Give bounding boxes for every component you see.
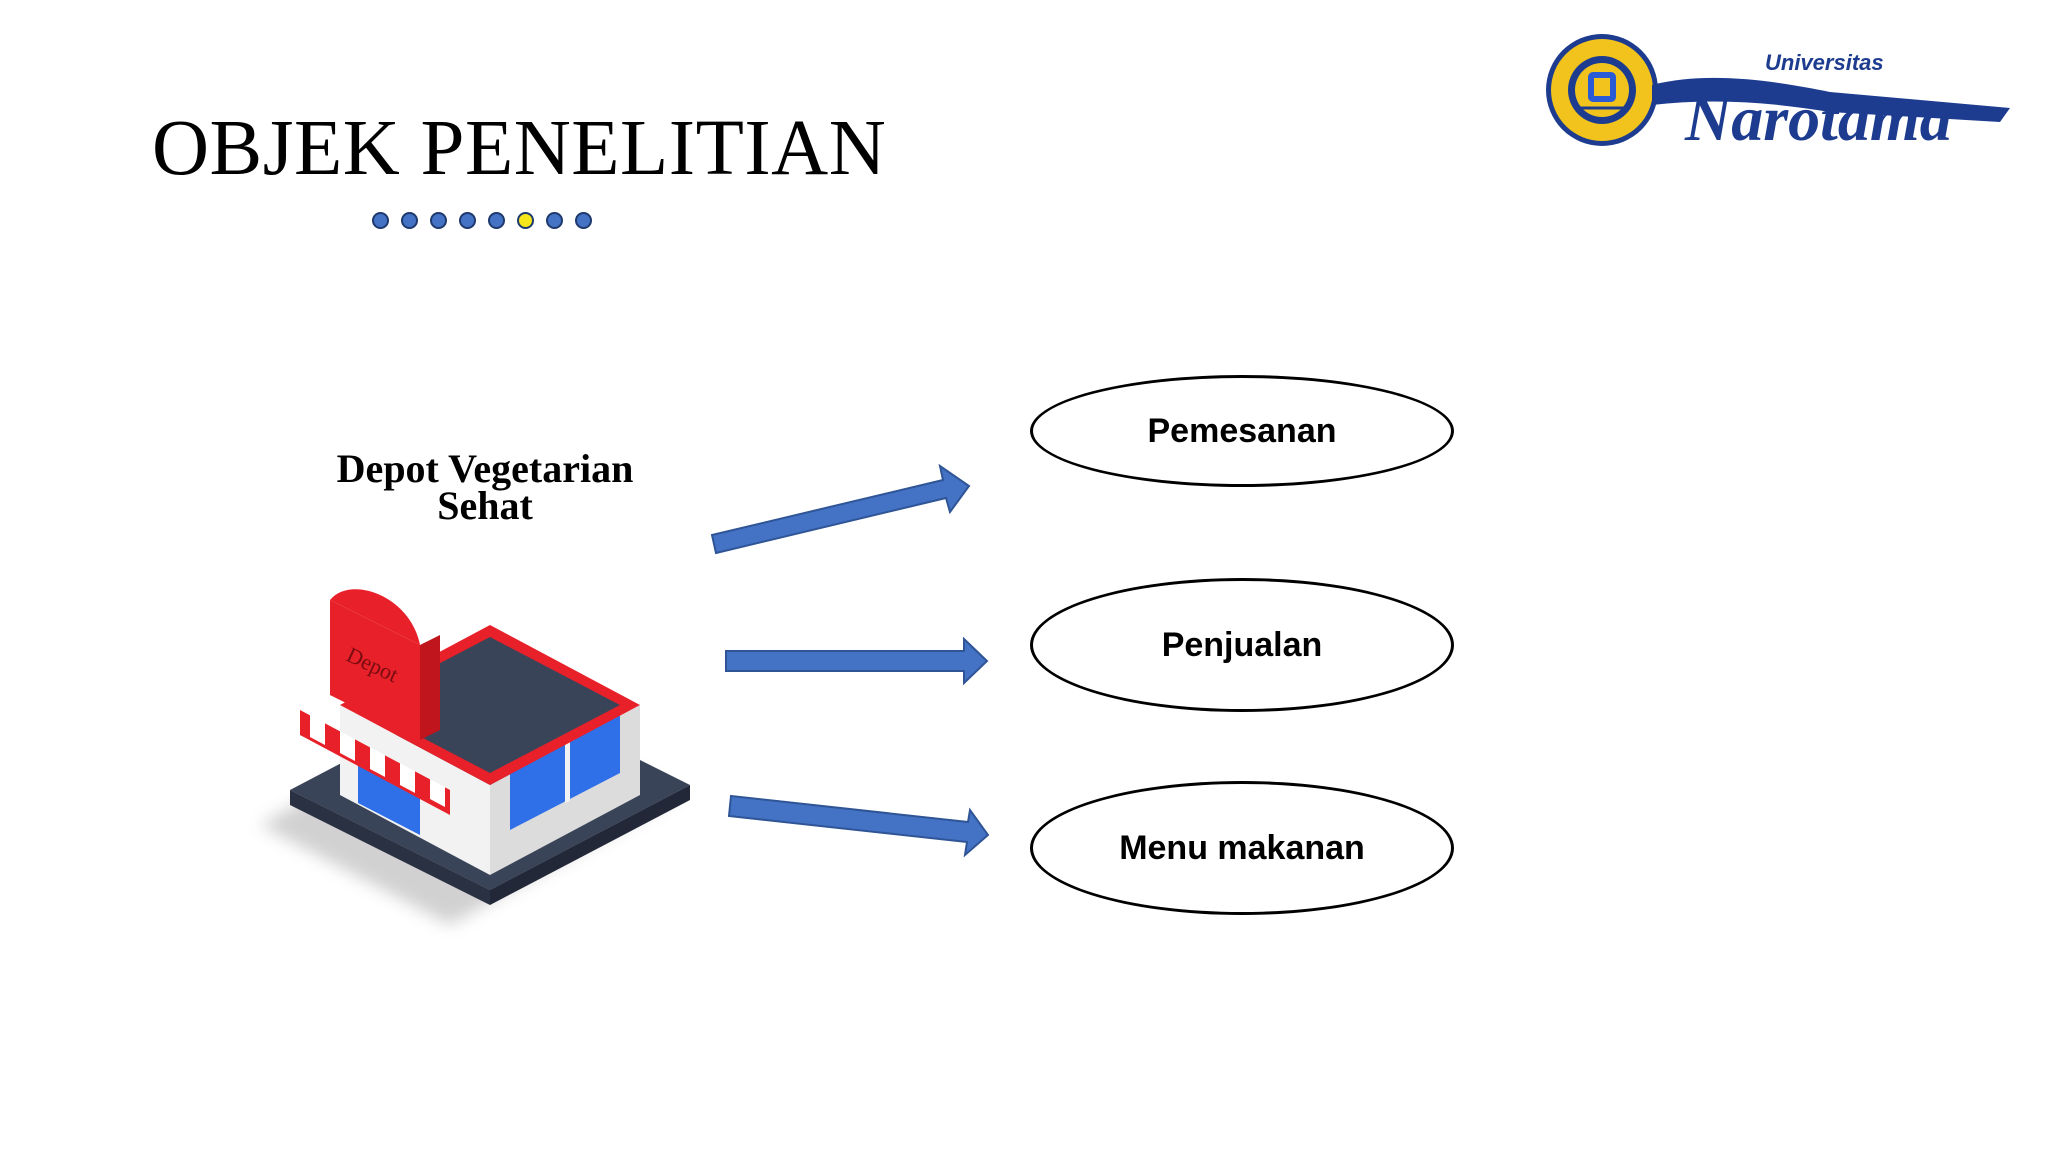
progress-dot xyxy=(430,212,447,229)
progress-dots xyxy=(372,212,592,229)
node-menu-makanan: Menu makanan xyxy=(1030,781,1454,915)
storefront-icon: Depot xyxy=(260,589,690,925)
svg-text:Universitas: Universitas xyxy=(1765,50,1884,75)
progress-dot xyxy=(401,212,418,229)
arrow-to-pemesanan xyxy=(710,463,971,555)
progress-dot xyxy=(372,212,389,229)
progress-dot xyxy=(488,212,505,229)
node-penjualan: Penjualan xyxy=(1030,578,1454,712)
awning-stripes xyxy=(310,715,445,807)
progress-dot xyxy=(546,212,563,229)
arrow-to-menu-makanan xyxy=(727,794,990,858)
node-pemesanan: Pemesanan xyxy=(1030,375,1454,487)
progress-dot xyxy=(459,212,476,229)
university-seal-icon xyxy=(1546,34,1658,146)
slide-title: OBJEK PENELITIAN xyxy=(152,105,887,192)
progress-dot xyxy=(517,212,534,229)
progress-dot xyxy=(575,212,592,229)
arrow-to-penjualan xyxy=(725,636,989,686)
university-logo: Universitas Narotama xyxy=(1546,34,2010,150)
svg-text:Narotama: Narotama xyxy=(1684,83,1952,150)
depot-label: Depot Vegetarian Sehat xyxy=(336,446,634,528)
